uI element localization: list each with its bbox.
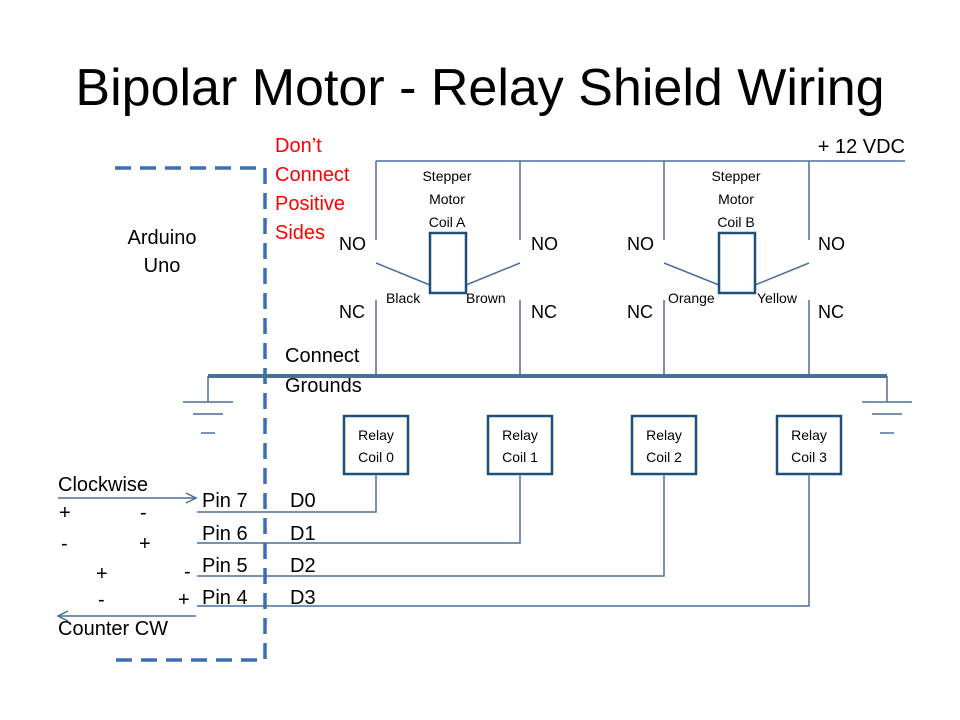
seq-row-0-b: -: [140, 502, 147, 524]
relay-coil-3-label-2: Coil 3: [791, 449, 827, 465]
relay-coil-2-label-1: Relay: [646, 427, 682, 443]
seq-row-3-b: +: [178, 589, 190, 611]
motor-coil-a-box: [428, 231, 468, 295]
motor-coil-b-box: [717, 231, 757, 295]
arduino-label-2: Uno: [144, 255, 181, 277]
nc-label-1: NC: [531, 302, 557, 322]
seq-row-3-a: -: [98, 589, 105, 611]
switch-arm-0: [375, 262, 431, 286]
pin-6-label: Pin 6: [202, 523, 248, 545]
arduino-label-1: Arduino: [128, 227, 197, 249]
switch-arm-3: [754, 262, 810, 286]
no-label-0: NO: [339, 234, 366, 254]
relay-coil-1-box: [486, 414, 554, 476]
signal-wire-3: [197, 474, 810, 607]
relay-coil-2-box: [630, 414, 698, 476]
wire-black-label: Black: [386, 290, 421, 306]
signal-wire-2: [197, 474, 665, 577]
switch-arm-1: [465, 262, 521, 286]
dont-connect-note-1: Don’t: [275, 135, 322, 157]
relay-coil-3-box: [775, 414, 843, 476]
dont-connect-note-3: Positive: [275, 193, 345, 215]
d2-label: D2: [290, 555, 316, 577]
seq-row-0-a: +: [59, 502, 71, 524]
nc-label-0: NC: [339, 302, 365, 322]
no-label-3: NO: [818, 234, 845, 254]
coil-b-label-1: Stepper: [711, 168, 760, 184]
nc-label-3: NC: [818, 302, 844, 322]
pin-7-label: Pin 7: [202, 490, 248, 512]
counter-arrowhead: [56, 610, 69, 622]
coil-b-label-3: Coil B: [717, 214, 754, 230]
counter-cw-label: Counter CW: [58, 618, 168, 640]
connect-grounds-note-1: Connect: [285, 345, 360, 367]
d0-label: D0: [290, 490, 316, 512]
coil-a-label-2: Motor: [429, 191, 465, 207]
coil-a-label-3: Coil A: [429, 214, 466, 230]
relay-coil-0-label-1: Relay: [358, 427, 394, 443]
relay-coil-1-label-1: Relay: [502, 427, 538, 443]
relay-coil-2-label-2: Coil 2: [646, 449, 682, 465]
slide-title: Bipolar Motor - Relay Shield Wiring: [75, 59, 885, 117]
wire-orange-label: Orange: [668, 290, 715, 306]
no-label-1: NO: [531, 234, 558, 254]
switch-arm-2: [663, 262, 720, 286]
dont-connect-note-4: Sides: [275, 222, 325, 244]
d1-label: D1: [290, 523, 316, 545]
clockwise-arrowhead: [185, 492, 198, 504]
nc-label-2: NC: [627, 302, 653, 322]
connect-grounds-note-2: Grounds: [285, 375, 362, 397]
wire-brown-label: Brown: [466, 290, 506, 306]
dont-connect-note-2: Connect: [275, 164, 350, 186]
no-label-2: NO: [627, 234, 654, 254]
clockwise-label: Clockwise: [58, 474, 148, 496]
wire-yellow-label: Yellow: [757, 290, 798, 306]
signal-wire-1: [197, 474, 521, 544]
coil-b-label-2: Motor: [718, 191, 754, 207]
seq-row-2-b: -: [184, 561, 191, 583]
pin-4-label: Pin 4: [202, 587, 248, 609]
pin-5-label: Pin 5: [202, 555, 248, 577]
relay-coil-0-box: [342, 414, 410, 476]
relay-coil-3-label-1: Relay: [791, 427, 827, 443]
relay-coil-0-label-2: Coil 0: [358, 449, 394, 465]
arduino-outline: [115, 166, 267, 662]
seq-row-1-a: -: [61, 533, 68, 555]
supply-label: + 12 VDC: [818, 136, 905, 158]
d3-label: D3: [290, 587, 316, 609]
seq-row-1-b: +: [139, 533, 151, 555]
coil-a-label-1: Stepper: [422, 168, 471, 184]
signal-wire-0: [197, 474, 377, 513]
seq-row-2-a: +: [96, 563, 108, 585]
relay-coil-1-label-2: Coil 1: [502, 449, 538, 465]
